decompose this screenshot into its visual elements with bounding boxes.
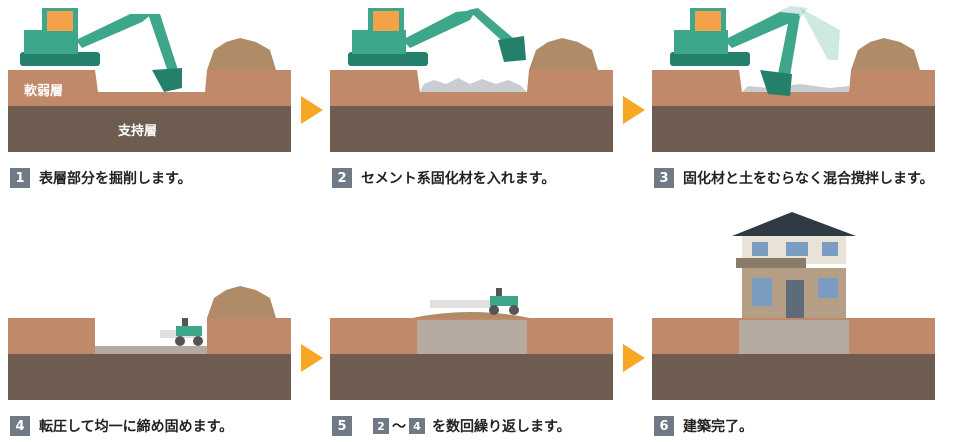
house: [732, 212, 856, 318]
excavator: [670, 6, 840, 96]
panel-6: [652, 212, 935, 400]
step-4-number: 4: [10, 416, 30, 436]
panel-1: [8, 8, 291, 152]
step-4-text: 転圧して均一に締め固めます。: [39, 419, 234, 435]
arrow-1-2: [301, 96, 323, 124]
compacted-layer: [95, 346, 207, 354]
cement-agent: [420, 78, 527, 92]
soil-pile: [207, 38, 276, 70]
step-3-caption: 3 固化材と土をむらなく混合撹拌します。: [654, 167, 934, 189]
step-3-text: 固化材と土をむらなく混合撹拌します。: [683, 171, 934, 187]
step-5-number: 5: [332, 416, 352, 436]
excavator: [348, 8, 526, 66]
step-1-number: 1: [10, 168, 30, 188]
step-2-text: セメント系固化材を入れます。: [361, 171, 556, 187]
arrow-5-6: [623, 344, 645, 372]
step-6-caption: 6 建築完了。: [654, 415, 753, 437]
support-layer-label: 支持層: [118, 124, 158, 139]
step-5-text: を数回繰り返します。: [432, 419, 571, 435]
panel-2: [330, 8, 613, 152]
step-1-caption: 1 表層部分を掘削します。: [10, 167, 192, 189]
step-4-caption: 4 転圧して均一に締め固めます。: [10, 415, 233, 437]
step-6-number: 6: [654, 416, 674, 436]
step-1-text: 表層部分を掘削します。: [39, 171, 192, 187]
bedrock-layer: [8, 106, 291, 152]
step-2-number: 2: [332, 168, 352, 188]
panel-4: [8, 286, 291, 400]
step-5-caption: 5 2 〜 4 を数回繰り返します。: [332, 415, 571, 437]
arrow-4-5: [301, 344, 323, 372]
excavator: [20, 8, 182, 92]
roller-compactor: [160, 318, 203, 346]
roller-compactor: [430, 288, 519, 315]
range-separator: 〜: [392, 419, 406, 435]
step-2-caption: 2 セメント系固化材を入れます。: [332, 167, 555, 189]
soft-layer-label: 軟弱層: [24, 84, 64, 99]
step-6-text: 建築完了。: [683, 419, 753, 435]
step-3-number: 3: [654, 168, 674, 188]
step-ref-from: 2: [373, 418, 389, 434]
excavation-pit: [95, 70, 207, 92]
panel-3: [652, 6, 935, 152]
mound: [412, 312, 530, 318]
panel-5: [330, 288, 613, 400]
step-ref-to: 4: [409, 418, 425, 434]
arrow-2-3: [623, 96, 645, 124]
